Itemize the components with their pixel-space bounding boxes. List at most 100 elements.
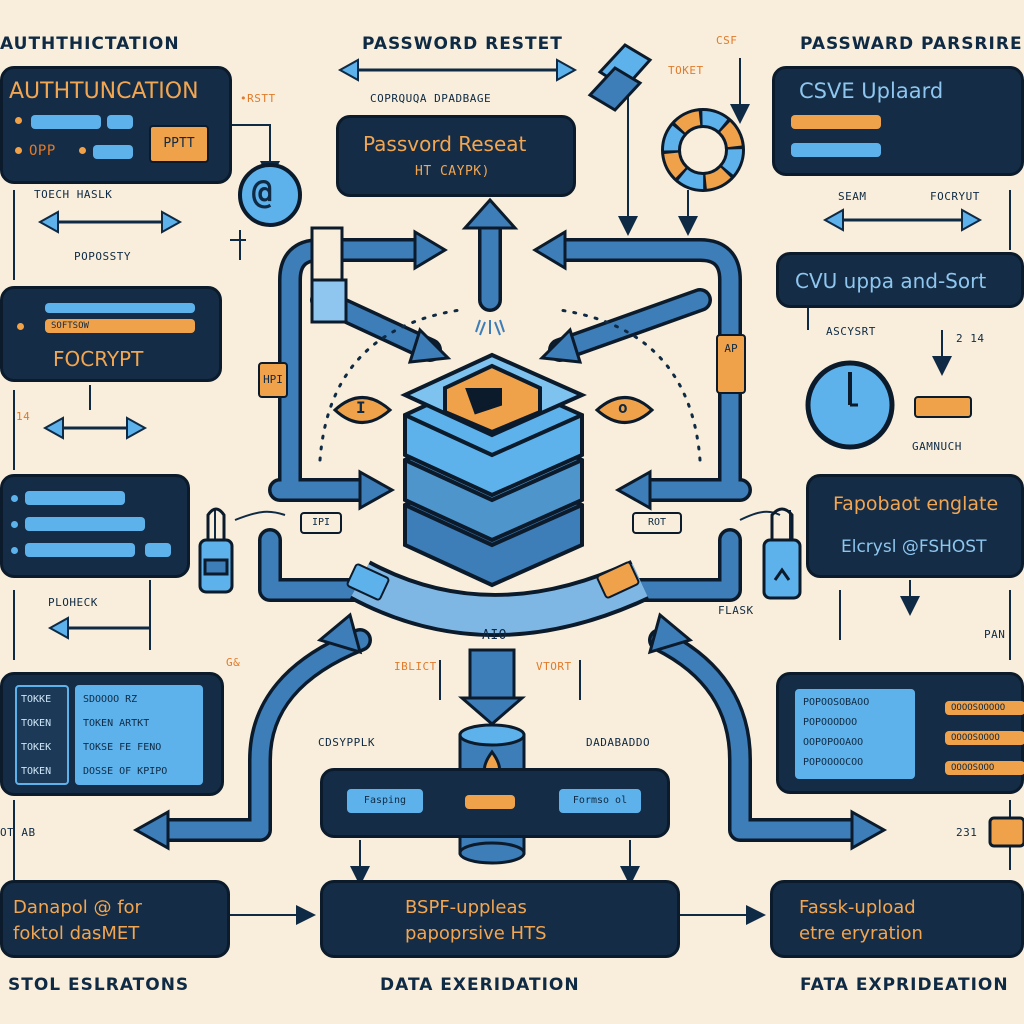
- token-detail-column: SDOOOO RZ TOKEN ARTKT TOKSE FE FENO DOSS…: [75, 685, 203, 785]
- formso-box: Formso ol: [559, 789, 641, 813]
- rot-box: ROT: [632, 512, 682, 534]
- cdsypplk-label: CDSYPPLK: [318, 736, 375, 749]
- token-row: TOKEN: [21, 718, 52, 729]
- right-list-item: POPOOOOCOO: [803, 757, 864, 768]
- server-stack-icon: [400, 352, 587, 588]
- copryqua-label: COPRQUQA DPADBAGE: [370, 92, 492, 105]
- dotted-arcs: [318, 308, 702, 462]
- auth-tag: PPTT: [149, 125, 209, 163]
- dadabaddo-label: DADABADDO: [586, 736, 651, 749]
- encrypt-title: FOCRYPT: [53, 347, 144, 371]
- left-list-panel: [0, 474, 190, 578]
- list-field: [25, 517, 145, 531]
- auth-field-short: [107, 115, 133, 129]
- bullet-dot: [17, 323, 24, 330]
- csv-upload-panel: CSVE Uplaard: [772, 66, 1024, 176]
- header-authentication: AUTHTHICTATION: [0, 34, 180, 54]
- bottom-right-line2: etre eryration: [799, 923, 923, 944]
- authentication-title: AUTHTUNCATION: [9, 79, 199, 104]
- bottom-left-line1: Danapol @ for: [13, 897, 142, 918]
- link-blocks-icon: [587, 43, 653, 112]
- list-field-short: [145, 543, 171, 557]
- clock-icon: [805, 360, 895, 450]
- token-detail: TOKEN ARTKT: [83, 718, 150, 729]
- pan-label: PAN: [984, 628, 1006, 641]
- token-detail: SDOOOO RZ: [83, 694, 138, 705]
- csv-sort-title: CVU uppa and-Sort: [795, 269, 987, 293]
- token-detail: TOKSE FE FENO: [83, 742, 162, 753]
- popossty-label: POPOSSTY: [74, 250, 131, 263]
- bullet-dot: [11, 495, 18, 502]
- arrow-heads: [37, 58, 983, 640]
- header-bottom-left: STOL ESLRATONS: [8, 975, 190, 995]
- bottom-right-line1: Fassk-upload: [799, 897, 916, 918]
- exclamation-icon: I: [356, 398, 367, 417]
- bullet-dot: [11, 547, 18, 554]
- header-password-parsing: PASSWARD PARSRIRE: [800, 34, 1023, 54]
- info-icon: o: [618, 398, 629, 417]
- gbt-label: G&: [226, 656, 241, 669]
- num-14-label: 14: [16, 410, 31, 423]
- fapobaot-subtitle: Elcrysl @FSHOST: [841, 537, 987, 557]
- token-row: TOKEK: [21, 742, 52, 753]
- csv-field: [791, 115, 881, 129]
- right-list-panel: POPOOSOBAOO POPOOODOO OOPOPOOAOO POPOOOO…: [776, 672, 1024, 794]
- double-arrows: [45, 68, 975, 630]
- password-reset-panel: Passvord Reseat HT CAYPK): [336, 115, 576, 197]
- aio-label: AIO: [482, 628, 507, 643]
- bottom-left-line2: foktol dasMET: [13, 923, 140, 944]
- auth-field: [31, 115, 101, 129]
- list-field: [25, 491, 125, 505]
- token-table-panel: TOKKE TOKEN TOKEK TOKEN SDOOOO RZ TOKEN …: [0, 672, 224, 796]
- fasping-box: Fasping: [347, 789, 423, 813]
- right-pill: OOOOSOOOO: [945, 731, 1024, 745]
- bullet-dot: [15, 117, 22, 124]
- encrypt-panel: SOFTSOW FOCRYPT: [0, 286, 222, 382]
- token-column: TOKKE TOKEN TOKEK TOKEN: [15, 685, 69, 785]
- gamnuch-label: GAMNUCH: [912, 440, 962, 453]
- right-list-item: POPOOODOO: [803, 717, 858, 728]
- otab-label: OT AB: [0, 826, 36, 839]
- tag-hangers: [310, 226, 348, 324]
- right-pill: OOOOSOOO: [945, 761, 1024, 775]
- alert-eye-icons: [332, 396, 655, 424]
- toket-label: TOKET: [668, 64, 704, 77]
- ap-tag: AP: [716, 334, 746, 394]
- csv-upload-title: CSVE Uplaard: [799, 79, 944, 103]
- right-list-item: POPOOSOBAOO: [803, 697, 870, 708]
- plocheck-label: PLOHECK: [48, 596, 98, 609]
- otp-label: OPP: [29, 143, 56, 159]
- bottom-center-line1: BSPF-uppleas: [405, 897, 527, 918]
- bullet-dot: [79, 147, 86, 154]
- fapobaot-panel: Fapobaot englate Elcrysl @FSHOST: [806, 474, 1024, 578]
- focryut-label: FOCRYUT: [930, 190, 980, 203]
- csrf-label: CSF: [716, 34, 738, 47]
- connector-manifold: [346, 560, 650, 726]
- csv-sort-panel: CVU uppa and-Sort: [776, 252, 1024, 308]
- database-panel: Fasping Formso ol: [320, 768, 670, 838]
- ipi-box: IPI: [300, 512, 342, 534]
- header-password-reset: PASSWORD RESTET: [362, 34, 563, 54]
- encrypt-field: [45, 303, 195, 313]
- ascysrt-label: ASCYSRT: [826, 325, 876, 338]
- token-row: TOKKE: [21, 694, 52, 705]
- list-field: [25, 543, 135, 557]
- sync-ring-icon: [661, 108, 745, 192]
- fapobaot-title: Fapobaot englate: [833, 493, 999, 515]
- db-field: [465, 795, 515, 809]
- num-214-label: 2 14: [956, 332, 985, 345]
- vtort-label: VTORT: [536, 660, 572, 673]
- header-data-expiration: DATA EXERIDATION: [380, 975, 580, 995]
- bottom-right-panel: Fassk-upload etre eryration: [770, 880, 1024, 958]
- at-sign-icon: @: [252, 172, 273, 212]
- num-231-label: 231: [956, 826, 978, 839]
- bullet-dot: [15, 147, 22, 154]
- email-at-icon: [238, 163, 302, 227]
- bullet-dot: [11, 521, 18, 528]
- encrypt-pill: SOFTSOW: [45, 319, 195, 333]
- bottom-center-line2: papoprsive HTS: [405, 923, 547, 944]
- authentication-panel: AUTHTUNCATION OPP PPTT: [0, 66, 232, 184]
- otp-field: [93, 145, 133, 159]
- toech-hash-label: TOECH HASLK: [34, 188, 113, 201]
